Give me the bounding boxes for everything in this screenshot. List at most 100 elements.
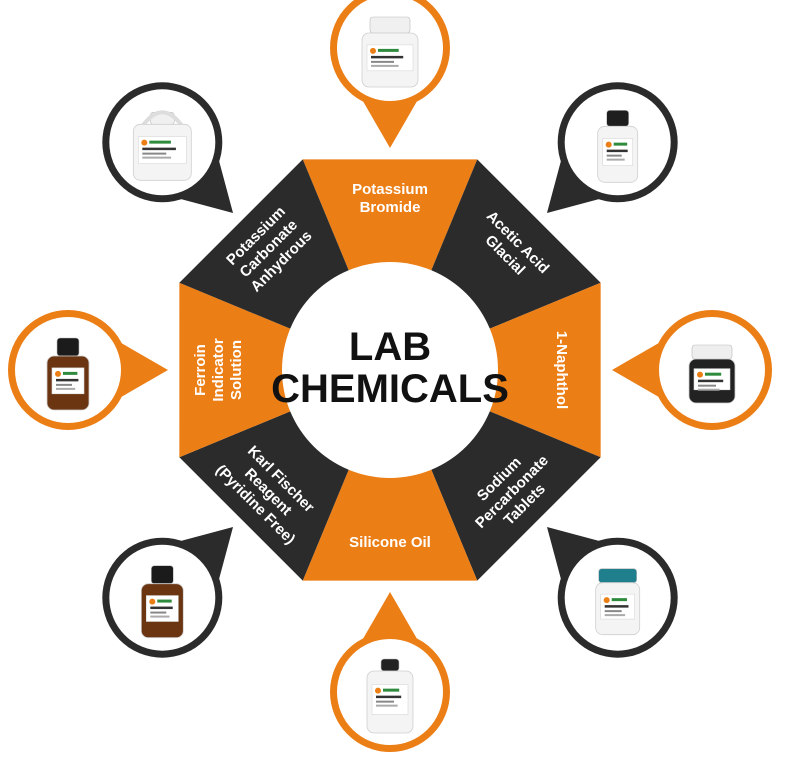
product-bubble-ferroin-indicator-solution xyxy=(8,310,168,430)
brand-logo-icon xyxy=(603,597,610,604)
label-line xyxy=(56,383,72,386)
bottle-cap xyxy=(380,658,400,672)
segment-label: FerroinIndicatorSolution xyxy=(192,338,245,402)
segment-label: 1-Naphthol xyxy=(553,331,570,409)
center-title-line1: LAB xyxy=(349,325,431,369)
label-line xyxy=(376,704,398,707)
segment-wedge xyxy=(302,159,478,271)
bubble-pointer xyxy=(360,592,420,644)
bottle-cap xyxy=(56,337,80,357)
bottle-cap xyxy=(369,16,411,34)
bubbles-layer xyxy=(8,0,772,752)
segment-label-line: Potassium xyxy=(352,181,428,198)
bottle-wide-white xyxy=(361,16,419,88)
label-line xyxy=(150,615,170,618)
label-line xyxy=(698,379,724,383)
segment-silicone-oil: Silicone Oil xyxy=(302,469,478,581)
segment-label: Silicone Oil xyxy=(349,534,431,551)
label-line xyxy=(371,64,399,67)
product-bubble-potassium-bromide xyxy=(330,0,450,148)
brand-logo-icon xyxy=(375,687,381,694)
label-line xyxy=(142,156,172,159)
brand-mark xyxy=(378,48,399,52)
brand-mark xyxy=(157,599,172,603)
bottle-cap xyxy=(151,565,174,584)
brand-logo-icon xyxy=(370,47,376,54)
segment-sodium-percarbonate-tablets: SodiumPercarbonateTablets xyxy=(431,411,601,581)
segment-karl-fischer-reagent-pyridine-free: Karl FischerReagent(Pyridine Free) xyxy=(179,411,349,581)
product-bubble-1-naphthol xyxy=(612,310,772,430)
bottle-dark-jar xyxy=(688,344,736,404)
product-bubble-sodium-percarbonate-tablets xyxy=(546,526,678,658)
bubble-pointer xyxy=(612,340,664,400)
brand-logo-icon xyxy=(149,598,156,605)
segment-1-naphthol: 1-Naphthol xyxy=(489,282,601,458)
segment-label-line: Solution xyxy=(228,340,245,400)
label-line xyxy=(150,611,167,614)
segment-label-line: Indicator xyxy=(210,338,227,402)
bottle-handle xyxy=(140,110,184,128)
label-line xyxy=(604,610,622,613)
segment-wedge xyxy=(179,411,349,581)
label-line xyxy=(142,147,176,151)
label-line xyxy=(56,387,76,390)
bottle-amber xyxy=(140,565,184,639)
segment-wedge xyxy=(431,411,601,581)
label-line xyxy=(371,55,404,59)
label-line xyxy=(604,614,626,617)
brand-mark xyxy=(63,371,78,375)
product-bubble-acetic-acid-glacial xyxy=(546,82,678,214)
bottle-handle-jug xyxy=(132,110,192,181)
brand-logo-icon xyxy=(605,141,612,148)
label-line xyxy=(606,154,622,157)
segment-potassium-carbonate-anhydrous: PotassiumCarbonateAnhydrous xyxy=(179,159,349,329)
label-line xyxy=(150,606,173,610)
center-title-line2: CHEMICALS xyxy=(271,367,509,411)
brand-mark xyxy=(383,688,400,692)
brand-logo-icon xyxy=(697,371,703,378)
bubble-pointer xyxy=(360,96,420,148)
label-line xyxy=(142,152,167,155)
segment-ferroin-indicator-solution: FerroinIndicatorSolution xyxy=(179,282,291,458)
label-line xyxy=(376,700,394,703)
label-line xyxy=(56,378,79,382)
label-line xyxy=(376,695,402,699)
segment-wedge xyxy=(431,159,601,329)
segment-wedge xyxy=(179,282,291,458)
product-bubble-silicone-oil xyxy=(330,592,450,752)
label-line xyxy=(698,388,720,391)
segment-wedge xyxy=(489,282,601,458)
brand-mark xyxy=(149,140,171,144)
center-circle xyxy=(282,262,498,478)
segment-label-line: Ferroin xyxy=(192,344,209,396)
bottle-cap xyxy=(691,344,733,360)
bubble-pointer xyxy=(116,340,168,400)
segment-wedge xyxy=(302,469,478,581)
brand-mark xyxy=(705,372,722,376)
brand-logo-icon xyxy=(141,139,148,146)
bottle-white-dark-cap xyxy=(597,110,639,183)
label-line xyxy=(606,149,628,153)
brand-mark xyxy=(613,142,628,146)
bottle-cap xyxy=(606,110,629,127)
label-line xyxy=(604,605,629,608)
bottle-cap xyxy=(598,568,637,583)
label-line xyxy=(698,384,716,387)
bottle-amber xyxy=(46,337,90,411)
segment-label-line: Silicone Oil xyxy=(349,534,431,551)
bottle-white-teal-cap xyxy=(595,568,641,636)
label-line xyxy=(606,158,625,161)
brand-mark xyxy=(611,598,627,602)
segment-label-line: Bromide xyxy=(360,199,421,216)
brand-logo-icon xyxy=(55,370,61,377)
product-bubble-potassium-carbonate-anhydrous xyxy=(102,82,234,214)
label-line xyxy=(371,60,394,63)
bottle-jug xyxy=(366,658,414,734)
product-bubble-karl-fischer-reagent xyxy=(102,526,234,658)
segment-label-line: 1-Naphthol xyxy=(553,331,570,409)
